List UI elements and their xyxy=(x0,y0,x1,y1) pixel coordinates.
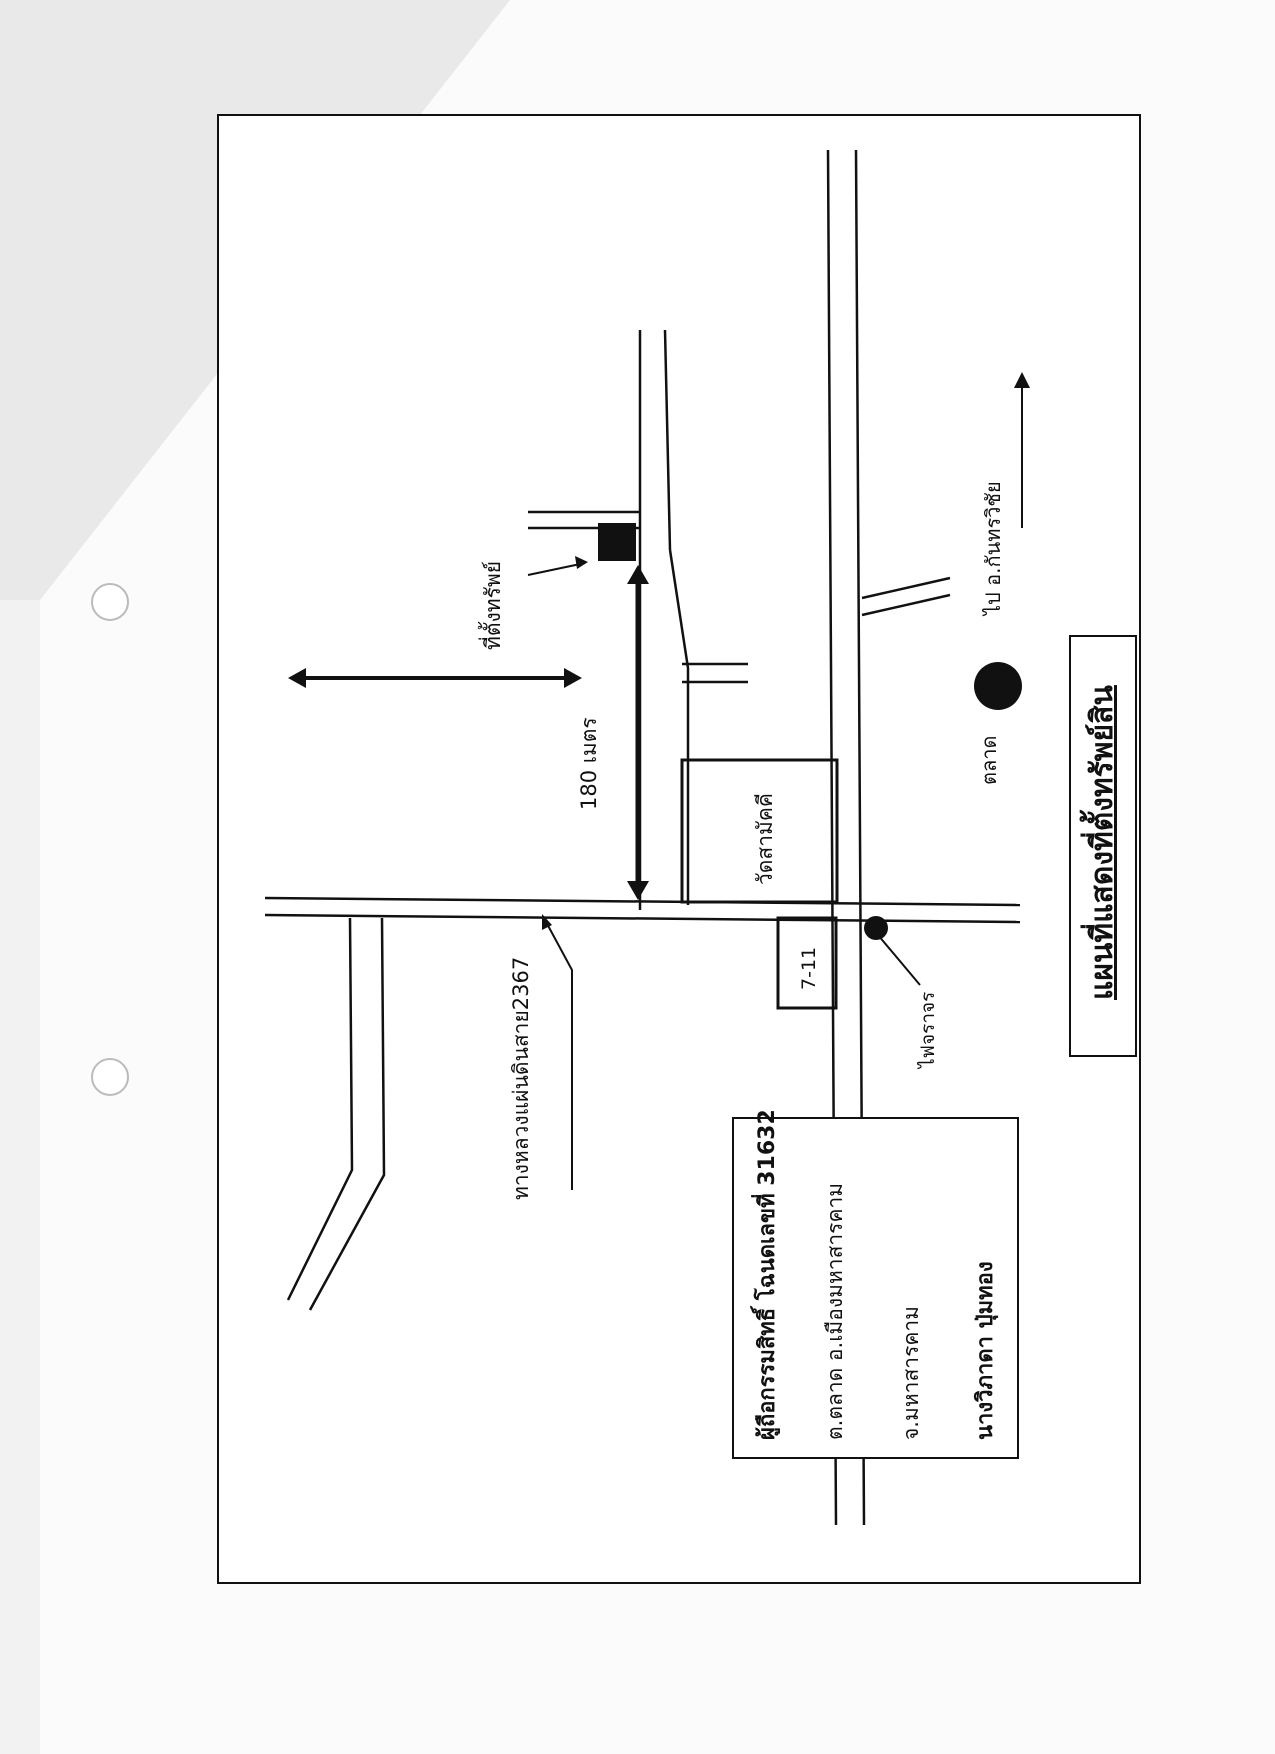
market-marker xyxy=(974,662,1022,710)
store-label: 7-11 xyxy=(798,947,820,990)
direction-arrow-head xyxy=(1014,372,1030,388)
punch-hole xyxy=(91,583,129,621)
owner-heading: ผู้ถือกรรมสิทธิ์ โฉนดเลขที่ 31632 xyxy=(750,1109,781,1440)
highway-pointer-head xyxy=(542,914,552,930)
property-label: ที่ตั้งทรัพย์ xyxy=(478,561,505,650)
property-pointer-head xyxy=(575,556,588,569)
traffic-light-label: ไฟจราจร xyxy=(917,992,939,1070)
store-building xyxy=(776,916,838,1010)
highway-pointer xyxy=(544,919,573,1190)
traffic-light-pointer xyxy=(877,934,921,986)
distance-label: 180 เมตร xyxy=(577,717,601,810)
owner-name: นางวิภาดา ปุ่มทอง xyxy=(973,1261,999,1440)
owner-info-box xyxy=(732,1117,1019,1459)
map-title: แผนที่แสดงที่ตั้งทรัพย์สิน xyxy=(1079,685,1120,1000)
distance-arrow-head-top xyxy=(627,565,649,584)
traffic-light-icon xyxy=(864,916,888,940)
property-marker xyxy=(598,523,636,561)
highway-label: ทางหลวงแผ่นดินสาย2367 xyxy=(509,957,533,1200)
owner-address-line1: ต.ตลาด อ.เมืองมหาสารคาม xyxy=(823,1183,847,1440)
road-double-arrow-head-left xyxy=(288,668,306,688)
distance-arrow-head-bottom xyxy=(627,881,649,900)
temple-building xyxy=(680,758,839,904)
market-label: ตลาด xyxy=(977,736,1001,785)
owner-address-line2: จ.มหาสารคาม xyxy=(899,1306,923,1440)
title-box xyxy=(1069,635,1137,1057)
punch-hole xyxy=(91,1058,129,1096)
temple-label: วัดสามัคคี xyxy=(753,793,777,885)
direction-label: ไป อ.กันทรวิชัย xyxy=(981,481,1005,617)
property-pointer xyxy=(527,562,586,576)
road-double-arrow-head-right xyxy=(564,668,582,688)
